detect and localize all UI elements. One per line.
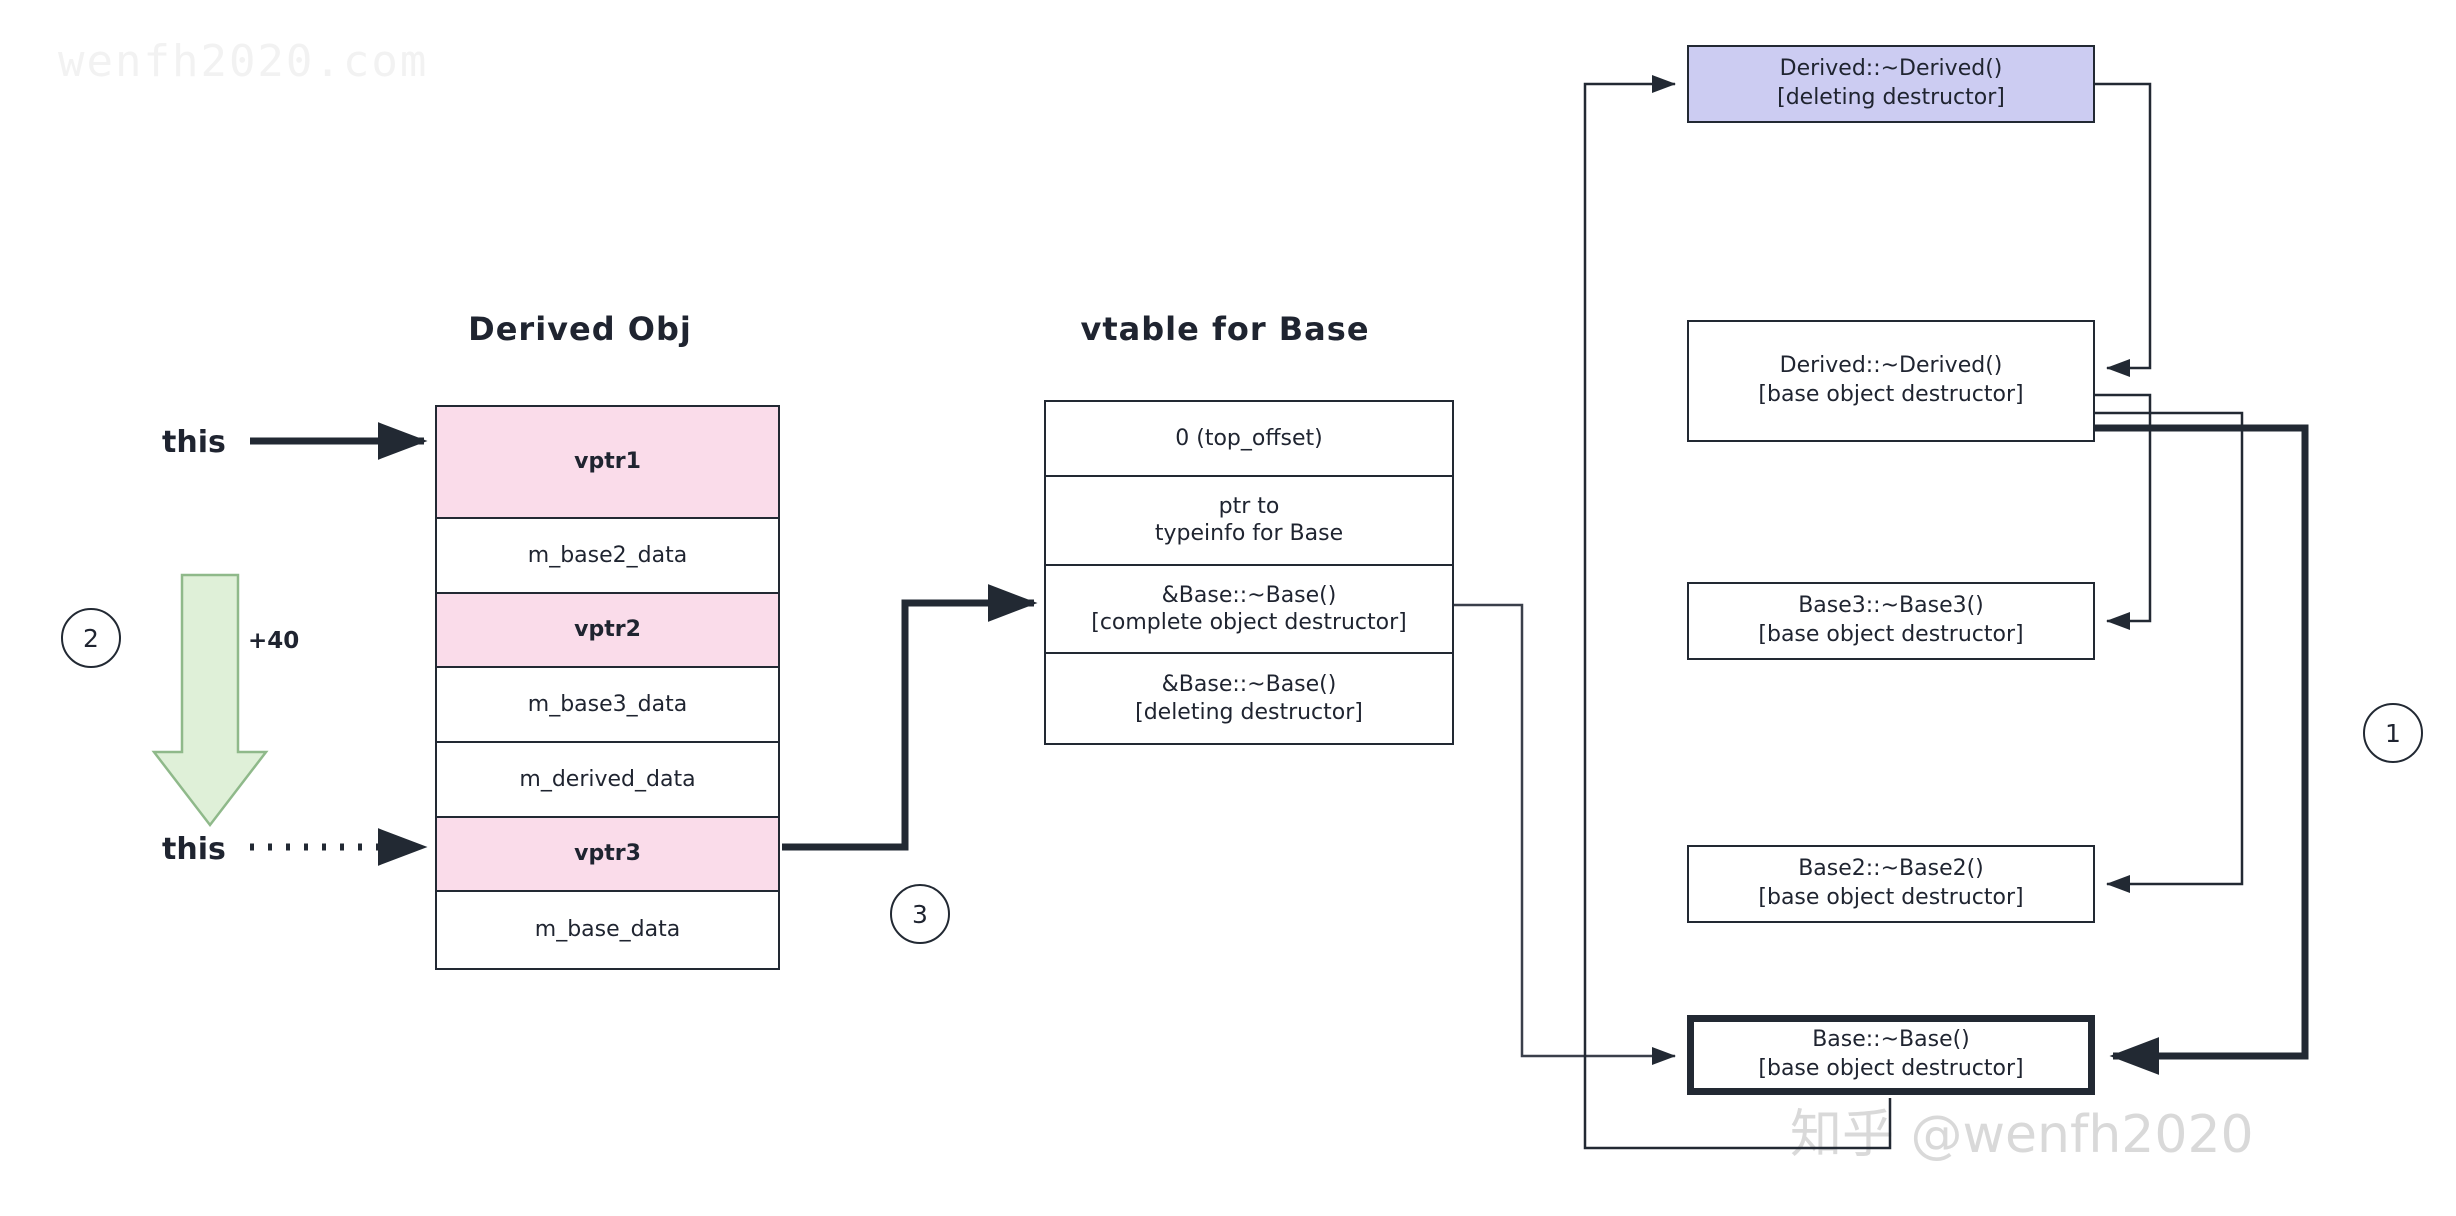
vtable-row-top-offset: 0 (top_offset) xyxy=(1046,402,1452,478)
arrow-derived-base-to-base3 xyxy=(2095,393,2152,630)
arrow-derived-base-to-base xyxy=(2095,424,2309,1075)
vtable-base-title: vtable for Base xyxy=(1080,310,1370,348)
watermark-top-left: wenfh2020.com xyxy=(58,36,429,87)
derived-obj-row-m-base2-data: m_base2_data xyxy=(437,519,778,594)
step-marker-1: 1 xyxy=(2363,703,2423,763)
fbox-4-line2: [base object destructor] xyxy=(1758,1056,2024,1081)
arrow-vtable-to-base-destructor xyxy=(1454,603,1677,1065)
derived-obj-row-m-base-data: m_base_data xyxy=(534,917,681,943)
fbox-0-line1: Derived::~Derived() xyxy=(1779,56,2003,82)
function-box-base3-base-object-destructor: Base3::~Base3() [base object destructor] xyxy=(1687,582,2095,660)
vtable-row-deleting-destructor: &Base::~Base() [deleting destructor] xyxy=(1046,654,1452,743)
function-box-base-base-object-destructor: Base::~Base() [base object destructor] xyxy=(1687,1015,2095,1095)
vtable-row-top-offset-line1: 0 (top_offset) xyxy=(1175,425,1323,451)
function-box-derived-base-object-destructor: Derived::~Derived() [base object destruc… xyxy=(1687,320,2095,442)
step-marker-3: 3 xyxy=(890,884,950,944)
fbox-1-line2: [base object destructor] xyxy=(1758,382,2024,407)
this-label-top: this xyxy=(162,425,226,460)
vtable-row-deleting-line1: &Base::~Base() xyxy=(1161,672,1337,698)
derived-obj-title: Derived Obj xyxy=(468,310,692,348)
fbox-3-line1: Base2::~Base2() xyxy=(1798,856,1984,882)
fbox-4-line1: Base::~Base() xyxy=(1812,1027,1970,1053)
derived-obj-table: vptr1 m_base2_data vptr2 m_base3_data m_… xyxy=(435,405,780,970)
arrow-vptr3-to-vtable xyxy=(782,584,1038,851)
fbox-2-line2: [base object destructor] xyxy=(1758,622,2024,647)
derived-obj-row-vptr2: vptr2 xyxy=(437,593,778,669)
fbox-2-line1: Base3::~Base3() xyxy=(1798,593,1984,619)
step-marker-2: 2 xyxy=(61,608,121,668)
watermark-bottom-right: 知乎 @wenfh2020 xyxy=(1790,1105,2254,1165)
offset-label: +40 xyxy=(248,628,300,654)
vtable-row-typeinfo-line2: typeinfo for Base xyxy=(1154,521,1344,547)
offset-down-arrow xyxy=(151,573,269,828)
arrow-derived-base-to-base2 xyxy=(2095,411,2244,893)
vtable-row-complete-line1: &Base::~Base() xyxy=(1161,582,1337,608)
vtable-base-table: 0 (top_offset) ptr to typeinfo for Base … xyxy=(1044,400,1454,745)
vtable-row-typeinfo-line1: ptr to xyxy=(1218,493,1280,519)
function-box-derived-deleting-destructor: Derived::~Derived() [deleting destructor… xyxy=(1687,45,2095,123)
derived-obj-row-m-derived-data: m_derived_data xyxy=(437,743,778,818)
fbox-3-line2: [base object destructor] xyxy=(1758,885,2024,910)
vtable-row-complete-object-destructor: &Base::~Base() [complete object destruct… xyxy=(1046,566,1452,655)
vtable-row-complete-line2: [complete object destructor] xyxy=(1091,610,1407,635)
vtable-row-typeinfo: ptr to typeinfo for Base xyxy=(1046,477,1452,566)
fbox-1-line1: Derived::~Derived() xyxy=(1779,353,2003,379)
function-box-base2-base-object-destructor: Base2::~Base2() [base object destructor] xyxy=(1687,845,2095,923)
this-label-bottom: this xyxy=(162,832,226,867)
derived-obj-row-vptr3: vptr3 xyxy=(437,817,778,893)
derived-obj-row-vptr1: vptr1 xyxy=(437,407,778,520)
vtable-row-deleting-line2: [deleting destructor] xyxy=(1135,699,1363,725)
arrow-derived-deleting-to-derived-base xyxy=(2095,82,2152,377)
fbox-0-line2: [deleting destructor] xyxy=(1777,85,2005,110)
derived-obj-row-m-base3-data: m_base3_data xyxy=(437,668,778,744)
